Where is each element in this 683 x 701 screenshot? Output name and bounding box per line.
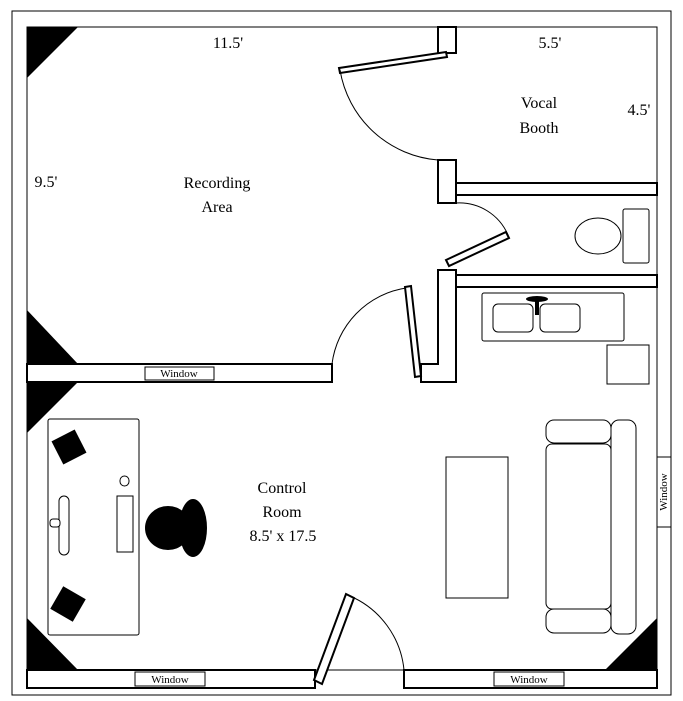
window-label: Window [160, 368, 197, 380]
control-room-furniture [47, 418, 637, 636]
dimension-left: 9.5' [35, 174, 58, 191]
control-room-label-line2: Room [262, 504, 302, 521]
chair-back-icon [179, 499, 207, 557]
bathroom-fixtures [481, 208, 650, 385]
control-room-label-line1: Control [258, 480, 307, 497]
window-bottom-right: Window [493, 671, 565, 687]
control-door-swing [331, 287, 407, 365]
monitor-speaker-bottom-icon [50, 586, 86, 622]
toilet-bowl [574, 217, 622, 255]
window-label: Window [510, 674, 547, 686]
labels: 11.5' 5.5' 9.5' 4.5' Recording Area Voca… [35, 35, 651, 545]
recording-area-label-line1: Recording [184, 175, 251, 192]
mouse-icon [119, 475, 130, 487]
mixing-desk [47, 418, 140, 636]
recording-area-label-line2: Area [201, 199, 232, 216]
booth-door-leaf [337, 50, 449, 75]
dimension-booth-right: 4.5' [628, 102, 651, 119]
sink-right [539, 303, 581, 333]
dimension-top-left: 11.5' [213, 35, 243, 52]
desk-accessory-knob [49, 518, 61, 528]
sofa-back [610, 419, 637, 635]
doors [312, 50, 511, 686]
desk-accessory [58, 495, 70, 556]
toilet-tank [622, 208, 650, 264]
control-room-dimensions: 8.5' x 17.5 [250, 528, 317, 545]
sofa-arm-top [545, 419, 612, 444]
vocal-booth-label-line2: Booth [519, 120, 558, 137]
booth-door-swing [339, 69, 439, 161]
bathroom-door-swing [455, 202, 509, 236]
corner-bass-traps [27, 27, 657, 670]
monitor-speaker-top-icon [51, 429, 87, 465]
window-label: Window [151, 674, 188, 686]
keyboard [116, 495, 134, 553]
chair-seat-icon [145, 506, 191, 550]
windows: Window Window Window Window [134, 366, 672, 687]
sofa-arm-bottom [545, 608, 612, 634]
sofa-seat [545, 443, 612, 610]
entry-door-swing [349, 595, 405, 671]
sink-left [492, 303, 534, 333]
window-bottom-left: Window [134, 671, 206, 687]
window-right: Window [656, 456, 672, 528]
coffee-table [445, 456, 509, 599]
window-label: Window [658, 473, 670, 510]
vocal-booth-label-line1: Vocal [521, 95, 558, 112]
bathroom-door-leaf [444, 230, 511, 268]
cabinet [606, 344, 650, 385]
dimension-top-right: 5.5' [539, 35, 562, 52]
window-recording: Window [144, 366, 215, 381]
control-door-leaf [403, 284, 423, 379]
